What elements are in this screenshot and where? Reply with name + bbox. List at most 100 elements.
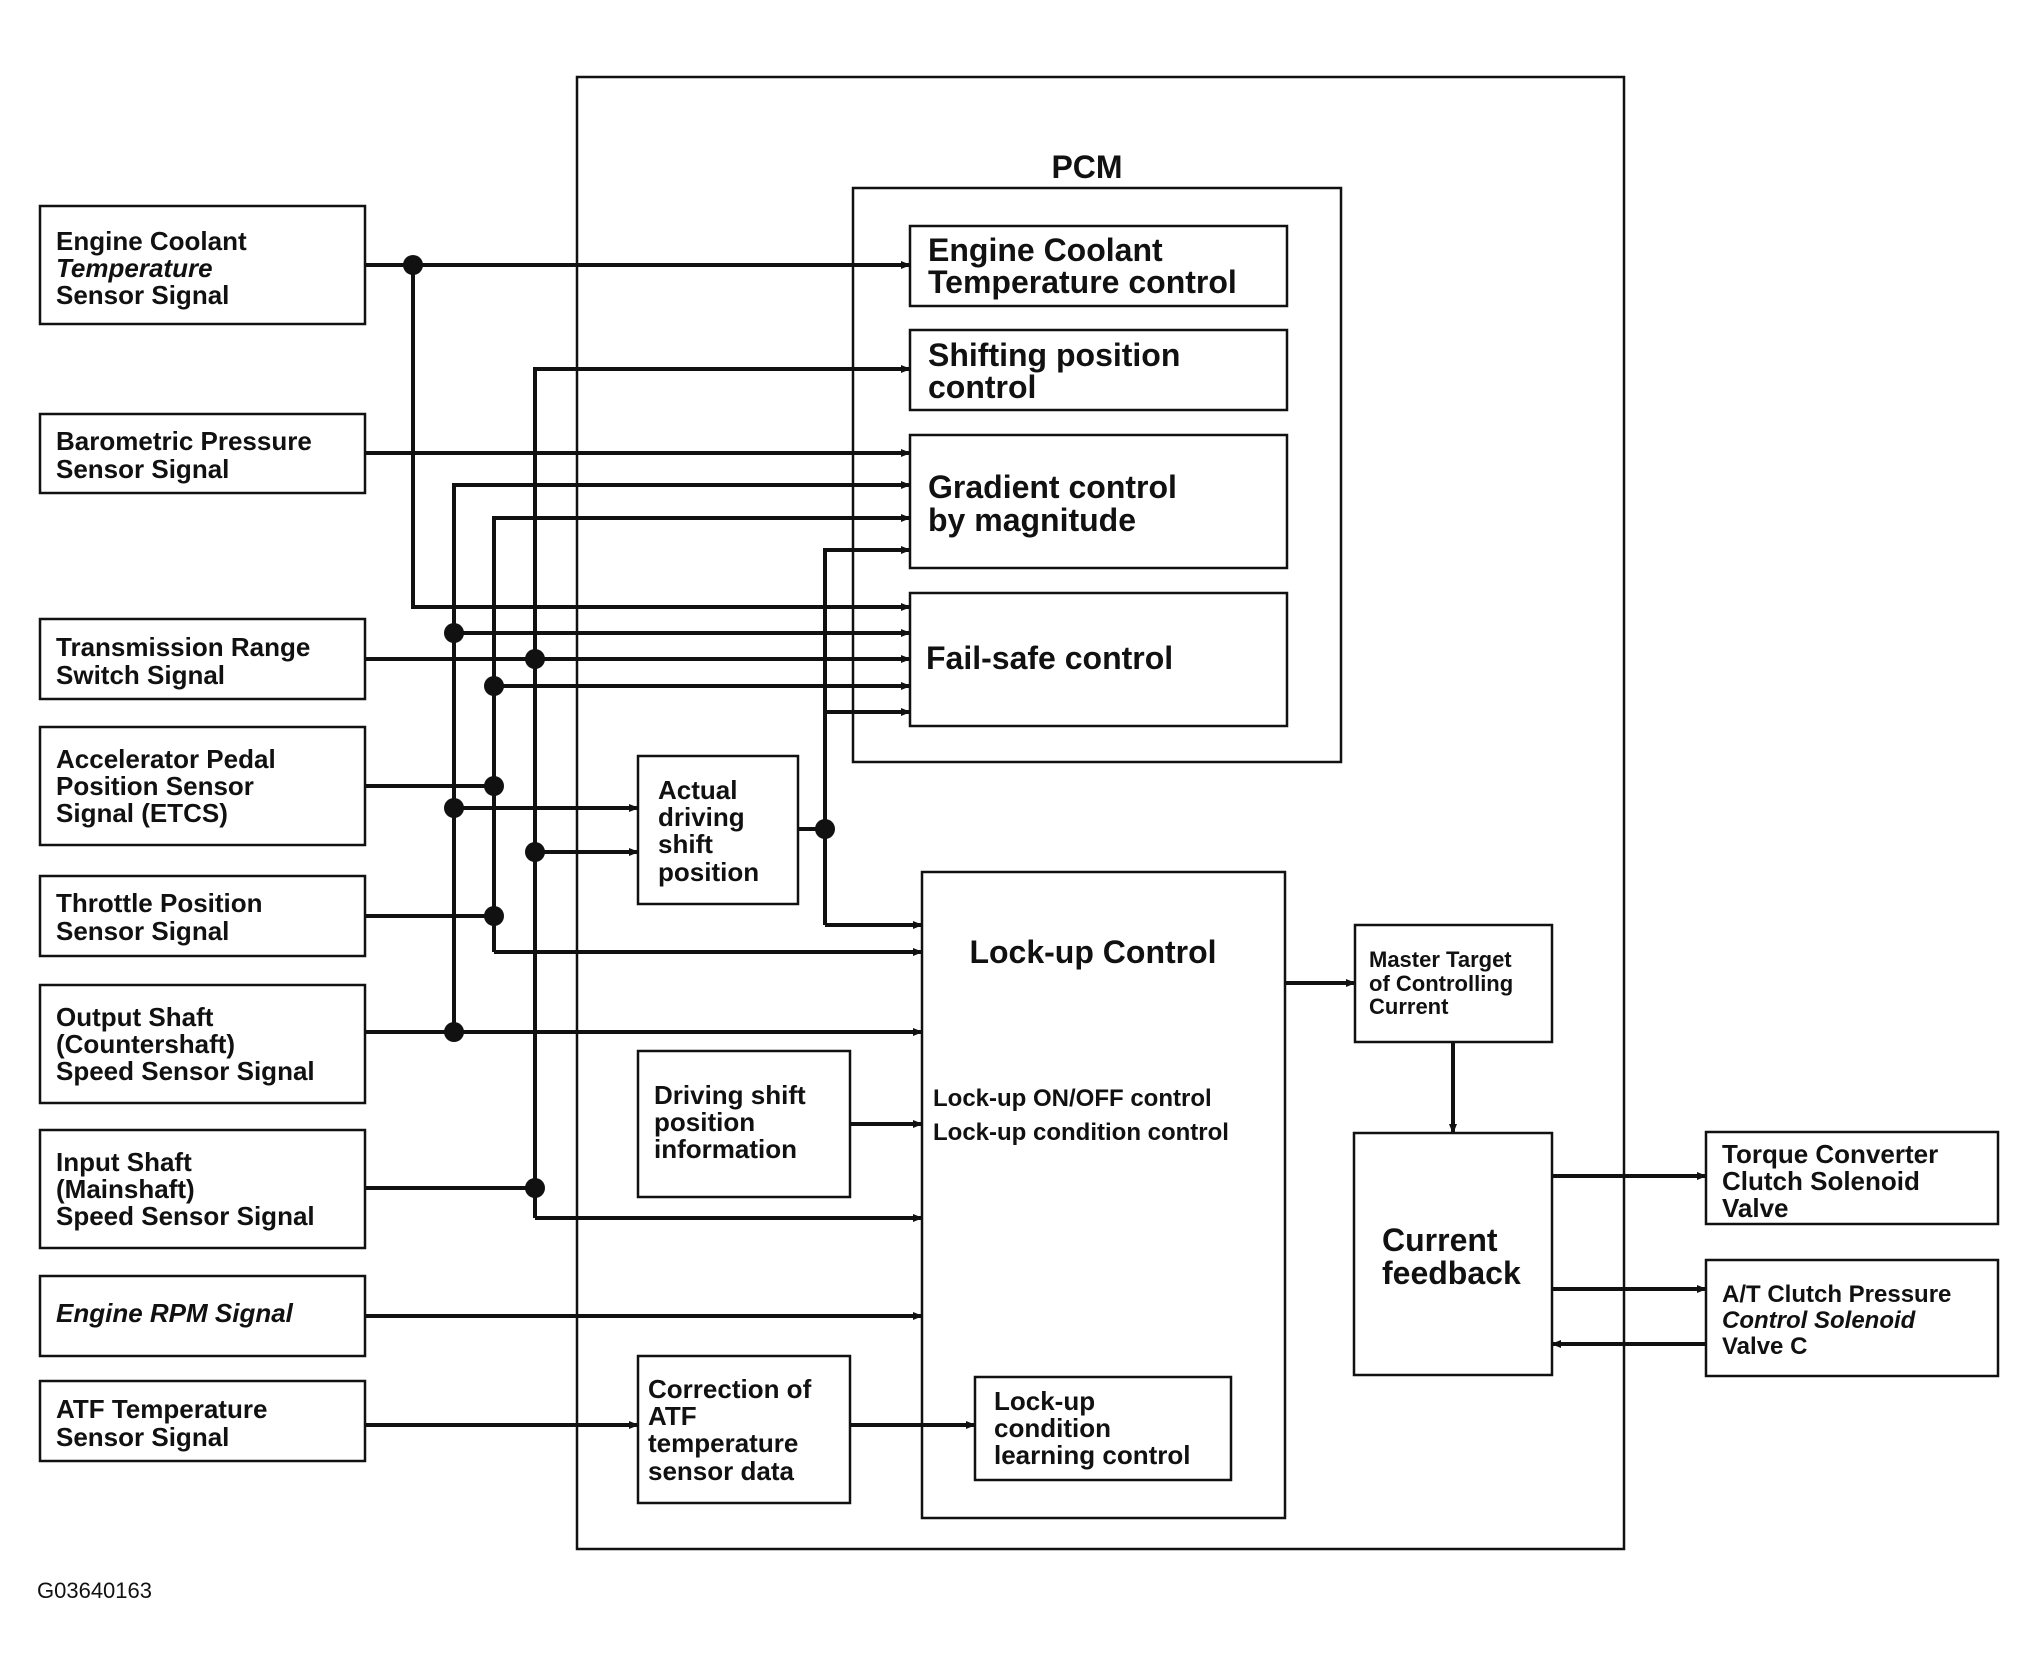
master-target-line: Current <box>1369 994 1449 1019</box>
actual-driving-shift-box: Actual driving shift position <box>636 754 800 906</box>
input-box-atf-temperature: ATF Temperature Sensor Signal <box>38 1379 367 1463</box>
svg-text:Signal (ETCS): Signal (ETCS) <box>56 798 228 828</box>
svg-text:Throttle Position: Throttle Position <box>56 888 263 918</box>
svg-text:Speed Sensor Signal: Speed Sensor Signal <box>56 1056 315 1086</box>
actual-driving-line: driving <box>658 802 745 832</box>
input-label-line: Speed Sensor Signal <box>56 1201 315 1231</box>
input-box-engine-rpm: Engine RPM Signal <box>38 1274 367 1358</box>
output-label-line: Control Solenoid <box>1722 1307 1917 1334</box>
input-box-output-shaft: Output Shaft (Countershaft) Speed Sensor… <box>38 983 367 1105</box>
lockup-item: Lock-up condition control <box>933 1119 1229 1146</box>
control-label-line: Shifting position <box>928 337 1180 373</box>
learning-line: Lock-up <box>994 1386 1095 1416</box>
input-label-line: Sensor Signal <box>56 1422 229 1452</box>
input-label-line: Throttle Position <box>56 888 263 918</box>
svg-text:Input Shaft: Input Shaft <box>56 1147 192 1177</box>
output-label-line: Torque Converter <box>1722 1139 1938 1169</box>
driving-info-line: position <box>654 1107 755 1137</box>
input-label-line: (Mainshaft) <box>56 1174 195 1204</box>
input-box-engine-coolant: Engine Coolant Temperature Sensor Signal <box>38 204 367 326</box>
input-label-line: Position Sensor <box>56 771 254 801</box>
svg-text:Engine RPM Signal: Engine RPM Signal <box>56 1298 294 1328</box>
input-box-transmission-range: Transmission Range Switch Signal <box>38 617 367 701</box>
svg-text:Temperature: Temperature <box>56 253 213 283</box>
driving-info-line: information <box>654 1134 797 1164</box>
lockup-title: Lock-up Control <box>969 934 1216 970</box>
input-label-line: Input Shaft <box>56 1147 192 1177</box>
master-target-line: Master Target <box>1369 947 1512 972</box>
svg-text:Engine Coolant: Engine Coolant <box>56 226 247 256</box>
lockup-item: Lock-up ON/OFF control <box>933 1085 1212 1112</box>
svg-text:Sensor Signal: Sensor Signal <box>56 454 229 484</box>
output-box-torque-converter: Torque Converter Clutch Solenoid Valve <box>1704 1130 2000 1226</box>
control-box-gradient: Gradient control by magnitude <box>908 433 1289 570</box>
input-box-accelerator-pedal: Accelerator Pedal Position Sensor Signal… <box>38 725 367 847</box>
input-label-line: Engine RPM Signal <box>56 1298 294 1328</box>
svg-text:Sensor Signal: Sensor Signal <box>56 280 229 310</box>
input-label-line: Output Shaft <box>56 1002 214 1032</box>
svg-text:(Countershaft): (Countershaft) <box>56 1029 235 1059</box>
output-box-at-clutch: A/T Clutch Pressure Control Solenoid Val… <box>1704 1258 2000 1378</box>
svg-text:Speed Sensor Signal: Speed Sensor Signal <box>56 1201 315 1231</box>
correction-line: temperature <box>648 1428 798 1458</box>
actual-driving-line: shift <box>658 829 713 859</box>
output-label-line: Clutch Solenoid <box>1722 1166 1920 1196</box>
learning-line: learning control <box>994 1440 1190 1470</box>
input-label-line: ATF Temperature <box>56 1394 267 1424</box>
svg-text:Sensor Signal: Sensor Signal <box>56 1422 229 1452</box>
feedback-line: feedback <box>1382 1255 1521 1291</box>
pcm-title: PCM <box>1051 149 1122 185</box>
svg-text:(Mainshaft): (Mainshaft) <box>56 1174 195 1204</box>
input-label-line: Barometric Pressure <box>56 426 312 456</box>
svg-text:ATF Temperature: ATF Temperature <box>56 1394 267 1424</box>
input-box-input-shaft: Input Shaft (Mainshaft) Speed Sensor Sig… <box>38 1128 367 1250</box>
svg-text:Accelerator Pedal: Accelerator Pedal <box>56 744 276 774</box>
signal-wiring <box>365 255 1707 1429</box>
driving-shift-info-box: Driving shift position information <box>636 1049 852 1199</box>
pcm-outer-frame <box>575 75 1626 1551</box>
output-label-line: Valve C <box>1722 1333 1807 1360</box>
learning-line: condition <box>994 1413 1111 1443</box>
feedback-line: Current <box>1382 1222 1498 1258</box>
correction-line: Correction of <box>648 1374 812 1404</box>
control-label-line: Temperature control <box>928 264 1237 300</box>
svg-text:Sensor Signal: Sensor Signal <box>56 916 229 946</box>
control-box-fail-safe: Fail-safe control <box>908 591 1289 728</box>
actual-driving-line: Actual <box>658 775 737 805</box>
control-label-line: control <box>928 369 1036 405</box>
current-feedback-box: Current feedback <box>1352 1131 1554 1377</box>
svg-text:Output Shaft: Output Shaft <box>56 1002 214 1032</box>
control-box-engine-coolant: Engine Coolant Temperature control <box>908 224 1289 308</box>
actual-driving-line: position <box>658 857 759 887</box>
output-label-line: A/T Clutch Pressure <box>1722 1281 1951 1308</box>
correction-line: ATF <box>648 1401 697 1431</box>
correction-line: sensor data <box>648 1456 794 1486</box>
driving-info-line: Driving shift <box>654 1080 806 1110</box>
input-label-line: Engine Coolant <box>56 226 247 256</box>
lockup-learning-box: Lock-up condition learning control <box>973 1375 1233 1482</box>
output-label-line: Valve <box>1722 1193 1789 1223</box>
svg-text:Position Sensor: Position Sensor <box>56 771 254 801</box>
input-label-line: Transmission Range <box>56 632 310 662</box>
svg-text:Switch Signal: Switch Signal <box>56 660 225 690</box>
svg-text:Barometric Pressure: Barometric Pressure <box>56 426 312 456</box>
input-label-line: Accelerator Pedal <box>56 744 276 774</box>
input-label-line: (Countershaft) <box>56 1029 235 1059</box>
input-label-line: Switch Signal <box>56 660 225 690</box>
input-box-barometric: Barometric Pressure Sensor Signal <box>38 412 367 495</box>
input-label-line: Sensor Signal <box>56 916 229 946</box>
control-label-line: Gradient control <box>928 469 1177 505</box>
svg-text:Transmission Range: Transmission Range <box>56 632 310 662</box>
pcm-control-frame <box>851 186 1343 764</box>
control-label-line: Fail-safe control <box>926 640 1173 676</box>
input-box-throttle-position: Throttle Position Sensor Signal <box>38 874 367 958</box>
input-label-line: Signal (ETCS) <box>56 798 228 828</box>
control-label-line: Engine Coolant <box>928 232 1163 268</box>
input-label-line: Sensor Signal <box>56 454 229 484</box>
master-target-line: of Controlling <box>1369 971 1513 996</box>
figure-code: G03640163 <box>37 1578 152 1603</box>
input-label-line: Temperature <box>56 253 213 283</box>
control-box-shifting-position: Shifting position control <box>908 328 1289 412</box>
input-label-line: Speed Sensor Signal <box>56 1056 315 1086</box>
